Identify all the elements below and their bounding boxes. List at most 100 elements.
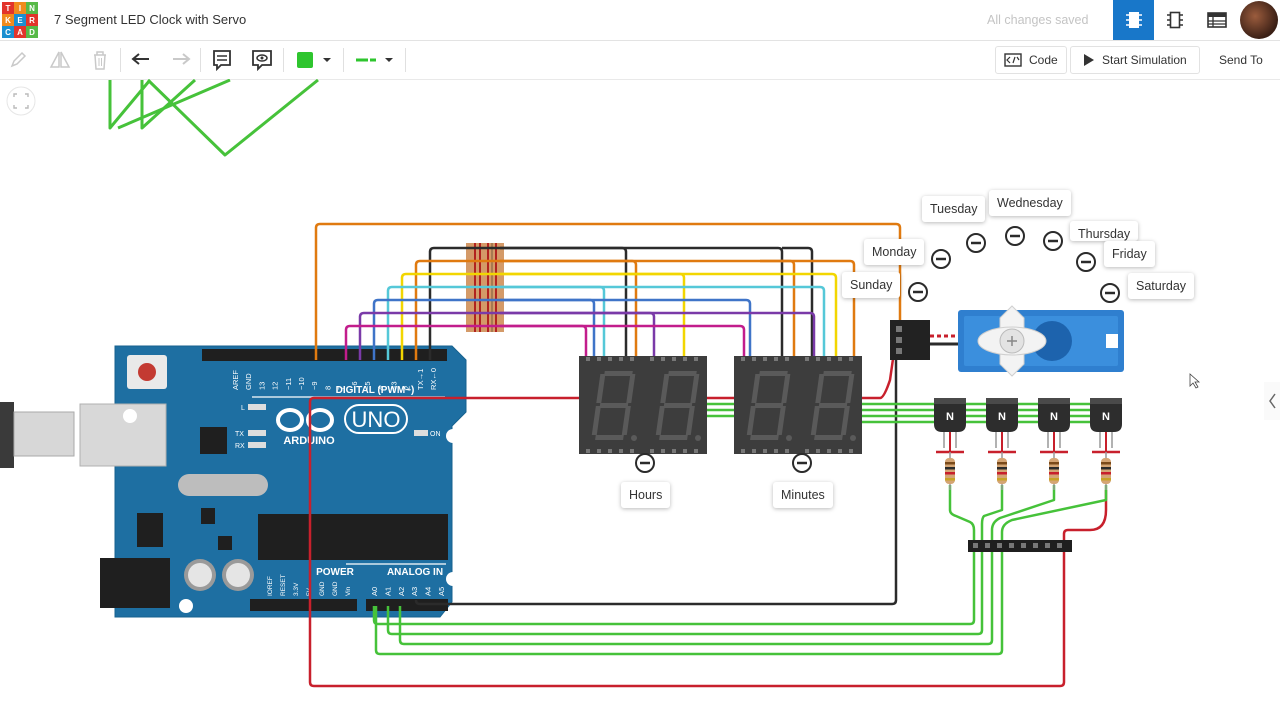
minus-knob-icon[interactable] [792, 453, 812, 473]
transistor-label: N [1050, 411, 1058, 423]
digit-select-wires[interactable] [372, 402, 1116, 656]
wire-line-icon [356, 58, 376, 62]
pencil-icon[interactable] [6, 45, 30, 75]
minus-knob-icon[interactable] [1005, 226, 1025, 246]
resistor[interactable] [1049, 452, 1059, 490]
l-led-label: L [241, 405, 245, 412]
minus-knob-icon[interactable] [1076, 252, 1096, 272]
analog-pins-label: ANALOG IN [387, 567, 443, 578]
component-list-button[interactable] [1196, 0, 1237, 40]
logo-letter: K [2, 14, 14, 26]
npn-transistor[interactable]: N [1090, 398, 1122, 490]
power-pin-label: 3.3V [293, 582, 300, 596]
digital-pin-label: TX→1 [416, 369, 425, 390]
redo-icon[interactable] [168, 45, 194, 75]
code-icon [1004, 53, 1022, 67]
minus-knob-icon[interactable] [1100, 283, 1120, 303]
start-simulation-button[interactable]: Start Simulation [1070, 46, 1200, 74]
saturday-label: Saturday [1128, 273, 1195, 299]
fit-view-icon[interactable] [6, 86, 36, 116]
pin-header[interactable] [968, 540, 1072, 552]
top-bar: T I N K E R C A D 7 Segment LED Clock wi… [0, 0, 1280, 41]
digital-pin-label: 4 [376, 386, 385, 390]
send-to-label: Send To [1219, 53, 1263, 67]
minus-knob-icon[interactable] [1043, 231, 1063, 251]
wire-color-picker[interactable] [292, 45, 338, 75]
arduino-uno-board[interactable] [0, 345, 467, 618]
wednesday-label: Wednesday [989, 190, 1071, 216]
play-icon [1084, 54, 1094, 66]
power-pin-label: RESET [280, 574, 287, 596]
minus-knob-icon[interactable] [908, 282, 928, 302]
trash-icon[interactable] [88, 45, 112, 75]
minus-knob-icon[interactable] [931, 249, 951, 269]
circuit-view-button[interactable] [1113, 0, 1154, 40]
npn-transistor[interactable]: N [1038, 398, 1070, 490]
logo-letter: I [14, 2, 26, 14]
hours-label: Hours [621, 482, 671, 508]
user-avatar[interactable] [1240, 1, 1278, 39]
panel-toggle[interactable] [1264, 382, 1280, 420]
chevron-down-icon [385, 58, 393, 62]
digital-pin-label: ~10 [297, 377, 306, 390]
code-button[interactable]: Code [995, 46, 1067, 74]
power-pin-label: GND [319, 581, 326, 596]
minutes-label: Minutes [773, 482, 833, 508]
minus-knob-icon[interactable] [635, 453, 655, 473]
circuit-canvas[interactable]: ARDUINO UNO DIGITAL (PWM~) POWER ANALOG … [0, 79, 1280, 720]
tx-led-label: TX [235, 431, 244, 438]
power-pin-label: Vin [345, 586, 352, 596]
flip-icon[interactable] [48, 45, 72, 75]
friday-label: Friday [1104, 241, 1155, 267]
chevron-down-icon [323, 58, 331, 62]
potentiometer-knobs[interactable] [635, 226, 1120, 473]
power-pin-label: IOREF [267, 576, 274, 596]
digital-pin-label: RX←0 [429, 368, 438, 390]
tuesday-label: Tuesday [922, 196, 986, 222]
digital-pin-label: ~9 [310, 381, 319, 390]
power-pin-label: GND [332, 581, 339, 596]
npn-transistor[interactable]: N [986, 398, 1018, 490]
transistor-label: N [998, 411, 1006, 423]
minus-knob-icon[interactable] [966, 233, 986, 253]
project-title[interactable]: 7 Segment LED Clock with Servo [54, 12, 247, 27]
green-wire-zigzag[interactable] [108, 79, 319, 157]
resistor[interactable] [945, 452, 955, 490]
circuit-icon [1125, 12, 1142, 28]
schematic-view-button[interactable] [1154, 0, 1195, 40]
transistor-label: N [946, 411, 954, 423]
digital-pin-label: ~5 [363, 381, 372, 390]
analog-pin-label: A5 [437, 587, 446, 596]
send-to-button[interactable]: Send To [1207, 46, 1275, 74]
servo-motor[interactable] [890, 305, 1124, 377]
arduino-model-text: UNO [352, 407, 401, 432]
seven-segment-displays[interactable] [579, 356, 862, 454]
monday-label: Monday [864, 239, 925, 265]
view-notes-icon[interactable] [248, 45, 276, 75]
chevron-left-icon [1269, 393, 1276, 409]
digital-pin-label: GND [244, 373, 253, 390]
analog-pin-label: A0 [370, 587, 379, 596]
thursday-label: Thursday [1070, 221, 1139, 241]
wire-type-picker[interactable] [350, 45, 400, 75]
transistor-label: N [1102, 411, 1110, 423]
tinkercad-logo[interactable]: T I N K E R C A D [2, 2, 38, 38]
logo-letter: E [14, 14, 26, 26]
seven-segment-digit[interactable] [734, 356, 798, 454]
resistor[interactable] [1101, 452, 1111, 490]
seven-segment-digit[interactable] [579, 356, 643, 454]
digital-pin-label: 7 [337, 386, 346, 390]
notes-icon[interactable] [208, 45, 236, 75]
resistor[interactable] [997, 452, 1007, 490]
npn-transistor[interactable]: N [934, 398, 966, 490]
signal-wires[interactable] [314, 222, 902, 606]
start-simulation-label: Start Simulation [1102, 53, 1187, 67]
seven-segment-digit[interactable] [798, 356, 862, 454]
sunday-label: Sunday [842, 272, 901, 298]
seven-segment-digit[interactable] [643, 356, 707, 454]
arduino-infinity-logo [276, 408, 334, 432]
undo-icon[interactable] [128, 45, 154, 75]
power-pins-label: POWER [316, 567, 355, 578]
